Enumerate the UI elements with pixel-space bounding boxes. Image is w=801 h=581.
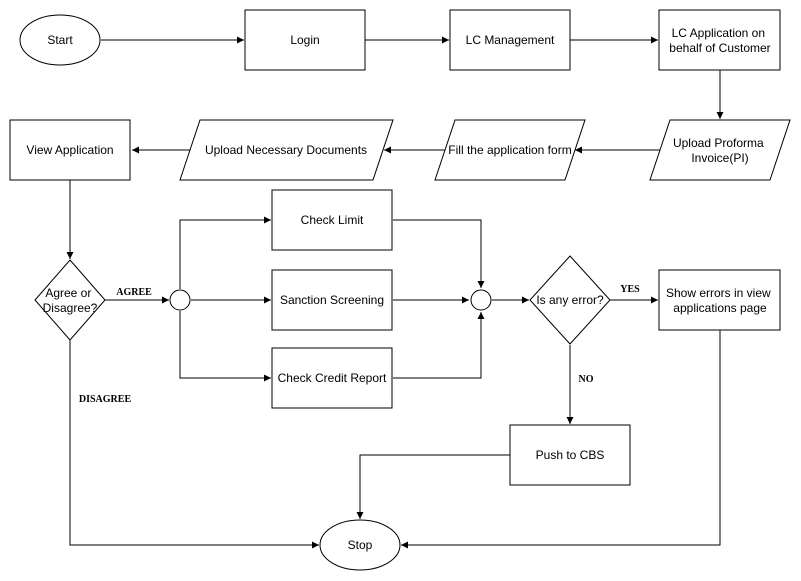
- edge-split-check-credit: [179, 311, 271, 382]
- node-agree-decision[interactable]: Agree or Disagree?: [34, 259, 106, 341]
- node-show-errors-line1: Show errors in view: [666, 286, 771, 300]
- edge-labels: AGREE DISAGREE YES NO: [79, 284, 640, 405]
- node-login[interactable]: Login: [244, 9, 366, 71]
- node-error-decision[interactable]: Is any error?: [529, 255, 611, 345]
- node-upload-proforma-line1: Upload Proforma: [673, 136, 764, 150]
- node-stop[interactable]: Stop: [319, 519, 401, 571]
- node-check-limit-label: Check Limit: [301, 213, 364, 227]
- node-start[interactable]: Start: [19, 14, 101, 66]
- node-show-errors[interactable]: Show errors in view applications page: [658, 269, 781, 331]
- node-sanction-screening[interactable]: Sanction Screening: [271, 269, 393, 331]
- node-lc-application-line2: behalf of Customer: [669, 41, 770, 55]
- label-agree: AGREE: [116, 287, 152, 298]
- node-lc-management[interactable]: LC Management: [449, 9, 571, 71]
- node-show-errors-line2: applications page: [673, 301, 767, 315]
- node-lc-application-line1: LC Application on: [672, 26, 765, 40]
- node-upload-proforma[interactable]: Upload Proforma Invoice(PI): [649, 119, 791, 181]
- edge-push-cbs-stop: [356, 454, 510, 519]
- split-junction: [169, 289, 191, 311]
- node-check-credit-label: Check Credit Report: [278, 371, 387, 385]
- edge-show-errors-stop: [401, 330, 721, 549]
- node-view-application-label: View Application: [26, 143, 113, 157]
- edge-decision-disagree: [69, 340, 319, 549]
- node-login-label: Login: [290, 33, 319, 47]
- node-start-label: Start: [47, 33, 73, 47]
- node-view-application[interactable]: View Application: [9, 119, 131, 181]
- node-upload-docs-label: Upload Necessary Documents: [205, 143, 367, 157]
- label-no: NO: [579, 374, 594, 385]
- node-check-limit[interactable]: Check Limit: [271, 189, 393, 251]
- edge-check-credit-join: [393, 312, 485, 379]
- node-lc-application[interactable]: LC Application on behalf of Customer: [658, 9, 781, 71]
- label-yes: YES: [620, 284, 640, 295]
- node-fill-form-label: Fill the application form: [448, 143, 571, 157]
- node-upload-proforma-label: Upload Proforma Invoice(PI): [673, 136, 767, 165]
- node-push-cbs-label: Push to CBS: [536, 448, 605, 462]
- join-junction: [470, 289, 492, 311]
- node-agree-decision-label: Agree or Disagree?: [43, 286, 98, 315]
- node-check-credit[interactable]: Check Credit Report: [271, 347, 393, 409]
- node-lc-management-label: LC Management: [466, 33, 555, 47]
- node-sanction-screening-label: Sanction Screening: [280, 293, 384, 307]
- edge-check-limit-join: [393, 219, 485, 288]
- node-agree-decision-line2: Disagree?: [43, 301, 98, 315]
- node-error-decision-label: Is any error?: [536, 293, 604, 307]
- node-agree-decision-line1: Agree or: [45, 286, 91, 300]
- node-upload-proforma-line2: Invoice(PI): [691, 151, 748, 165]
- edges: [66, 36, 724, 549]
- node-stop-label: Stop: [348, 538, 373, 552]
- node-lc-application-label: LC Application on behalf of Customer: [669, 26, 770, 55]
- edge-split-check-limit: [179, 216, 271, 289]
- label-disagree: DISAGREE: [79, 394, 132, 405]
- node-push-cbs[interactable]: Push to CBS: [509, 424, 631, 486]
- node-upload-docs[interactable]: Upload Necessary Documents: [179, 119, 394, 181]
- node-show-errors-label: Show errors in view applications page: [666, 286, 774, 315]
- node-fill-form[interactable]: Fill the application form: [434, 119, 586, 181]
